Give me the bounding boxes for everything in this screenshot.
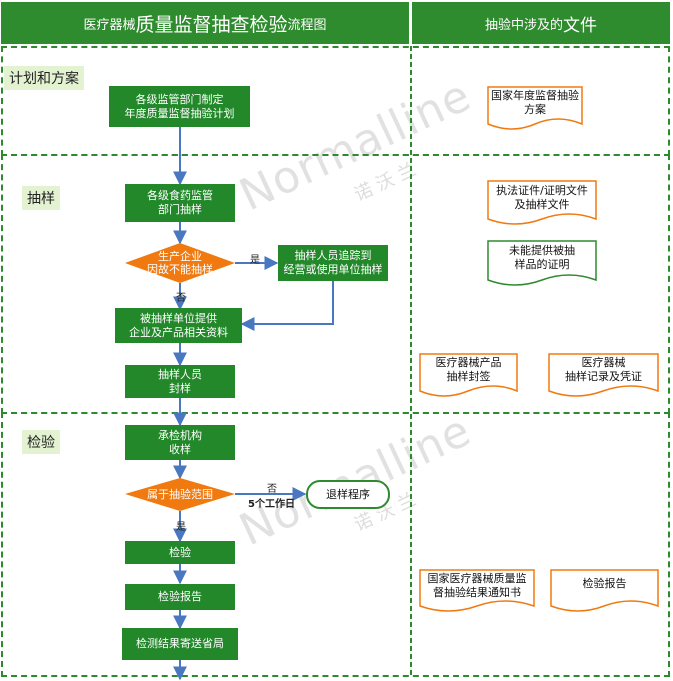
box-receive-sample-line1: 承检机构 [158, 428, 202, 442]
doc-seal-label-shape [419, 353, 518, 397]
doc-seal-label: 医疗器械产品抽样封签 [420, 355, 517, 385]
decision-cannot-sample-line1: 生产企业 [158, 250, 202, 263]
box-provide-materials-line1: 被抽样单位提供 [140, 311, 217, 325]
box-inspection-report-text: 检验报告 [158, 590, 202, 603]
stage-plan-label: 计划和方案 [4, 66, 84, 90]
doc-test-report: 检验报告 [582, 577, 627, 590]
header-process-suffix: 流程图 [287, 17, 327, 33]
header-process-main: 质量监督抽查检验 [135, 13, 288, 36]
header-documents-main: 文件 [563, 15, 597, 36]
label-no-1: 否 [176, 293, 186, 304]
doc-no-sample-proof-line2: 样品的证明 [514, 258, 570, 271]
doc-result-notice-line2: 督抽验结果通知书 [433, 585, 521, 599]
doc-law-cert-line1: 执法证件/证明文件 [496, 183, 588, 197]
box-receive-sample-line2: 收样 [169, 442, 191, 456]
label-yes-2: 是 [176, 522, 186, 533]
doc-result-notice-line1: 国家医疗器械质量监 [427, 571, 527, 585]
doc-annual-plan-line1: 国家年度监督抽验 [491, 89, 579, 102]
label-yes-1: 是 [250, 255, 260, 266]
doc-sample-record-line2: 抽样记录及凭证 [565, 370, 642, 383]
stage-sampling-label: 抽样 [22, 186, 60, 210]
doc-sample-record-line1: 医疗器械 [581, 356, 626, 369]
label-no-2: 否 [267, 484, 277, 495]
doc-annual-plan: 国家年度监督抽验方案 [488, 88, 582, 118]
doc-law-cert: 执法证件/证明文件及抽样文件 [488, 182, 596, 213]
doc-law-cert-line2: 及抽样文件 [514, 197, 570, 211]
box-trace-sample: 抽样人员追踪到经营或使用单位抽样 [278, 245, 388, 281]
box-trace-sample-line1: 抽样人员追踪到 [294, 249, 372, 262]
decision-in-scope-label: 属于抽验范围 [147, 488, 213, 501]
box-agency-sample-line2: 部门抽样 [158, 203, 202, 216]
doc-sample-record: 医疗器械抽样记录及凭证 [549, 355, 658, 385]
header-process-prefix: 医疗器械 [83, 17, 136, 33]
box-provide-materials: 被抽样单位提供企业及产品相关资料 [115, 308, 242, 343]
box-seal-sample: 抽样人员封样 [125, 365, 235, 398]
box-inspection-report: 检验报告 [125, 584, 235, 610]
header-documents: 抽验中涉及的文件 [412, 2, 670, 44]
doc-law-cert-shape [487, 180, 597, 225]
box-provide-materials-line2: 企业及产品相关资料 [129, 325, 228, 339]
box-make-plan-line1: 各级监管部门制定 [135, 92, 224, 106]
doc-test-report-shape [550, 569, 659, 612]
box-inspection-text: 检验 [169, 545, 191, 559]
box-seal-sample-line1: 抽样人员 [158, 367, 202, 381]
stage-inspection-label: 检验 [22, 430, 60, 454]
return-procedure-label: 退样程序 [326, 487, 370, 501]
header-process: 医疗器械质量监督抽查检验流程图 [1, 2, 409, 44]
box-make-plan-line2: 年度质量监督抽验计划 [124, 106, 235, 120]
return-procedure-box [306, 480, 390, 509]
doc-seal-label-line1: 医疗器械产品 [435, 356, 502, 369]
doc-result-notice: 国家医疗器械质量监督抽验结果通知书 [420, 571, 534, 600]
decision-cannot-sample-line2: 因故不能抽样 [147, 263, 213, 276]
doc-no-sample-proof-shape [487, 240, 597, 286]
box-receive-sample: 承检机构收样 [125, 425, 235, 460]
label-five-days: 5个工作日 [248, 499, 295, 510]
box-seal-sample-line2: 封样 [169, 381, 191, 395]
header-documents-prefix: 抽验中涉及的 [484, 17, 563, 33]
box-send-results: 检测结果寄送省局 [122, 628, 238, 660]
box-send-results-text: 检测结果寄送省局 [136, 637, 224, 650]
box-trace-sample-line2: 经营或使用单位抽样 [283, 263, 383, 276]
box-inspection: 检验 [125, 541, 235, 564]
doc-no-sample-proof: 未能提供被抽样品的证明 [488, 242, 596, 274]
box-agency-sample: 各级食药监管部门抽样 [125, 184, 235, 222]
decision-cannot-sample [125, 243, 235, 283]
doc-result-notice-shape [419, 569, 535, 612]
decision-in-scope [125, 478, 235, 511]
box-make-plan: 各级监管部门制定年度质量监督抽验计划 [109, 86, 250, 127]
decision-cannot-sample-label: 生产企业因故不能抽样 [125, 243, 235, 283]
box-agency-sample-line1: 各级食药监管 [147, 189, 213, 202]
doc-seal-label-line2: 抽样封签 [446, 370, 491, 383]
doc-annual-plan-shape [487, 86, 583, 130]
doc-no-sample-proof-line1: 未能提供被抽 [509, 244, 575, 257]
doc-annual-plan-line2: 方案 [524, 103, 546, 116]
arrow-trace-to-provide [240, 281, 334, 331]
section-inspection [1, 412, 670, 677]
doc-sample-record-shape [548, 353, 659, 397]
